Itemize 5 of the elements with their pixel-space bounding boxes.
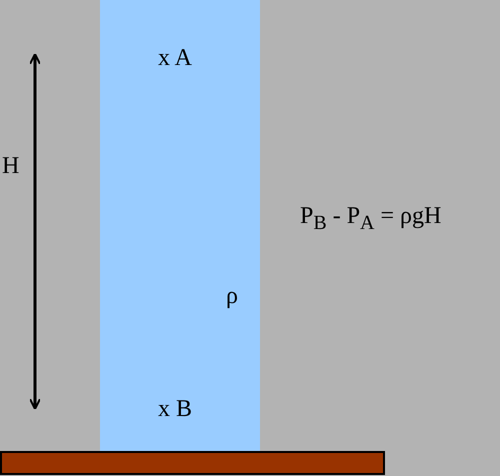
point-label: x B	[158, 395, 192, 423]
point-label: x A	[158, 44, 192, 72]
point-label: ρ	[226, 282, 238, 310]
dimension-label: H	[2, 152, 20, 180]
pressure-formula: P$_{B}$ - P$_{A}$ = ρgH	[300, 202, 442, 236]
